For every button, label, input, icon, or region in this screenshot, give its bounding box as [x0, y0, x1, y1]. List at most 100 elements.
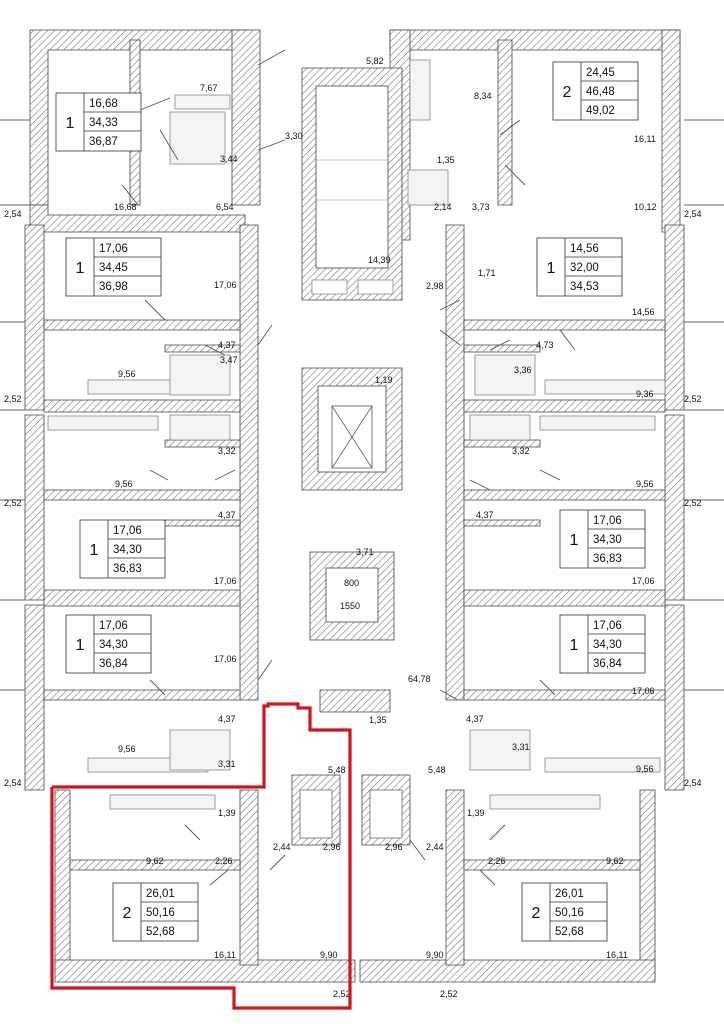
- room-area: 17,06: [214, 280, 237, 290]
- room-area: 3,36: [514, 365, 532, 375]
- apt-w-2: 1 17,06 34,45 36,98: [65, 237, 162, 297]
- room-count: 2: [123, 905, 132, 922]
- total-area: 34,30: [113, 544, 142, 556]
- room-area: 9,56: [636, 764, 654, 774]
- room-area: 3,30: [285, 131, 303, 141]
- room-area: 16,11: [634, 134, 656, 144]
- room-area: 1,39: [467, 808, 485, 818]
- room-area: 2,26: [488, 856, 506, 866]
- selected-apartment-outline: [50, 702, 352, 1010]
- room-area: 16,68: [114, 202, 137, 212]
- living-area: 26,01: [555, 888, 584, 900]
- room-area: 9,56: [118, 369, 136, 379]
- room-area: 4,73: [536, 340, 554, 350]
- total-area: 50,16: [146, 907, 175, 919]
- room-area: 4,37: [218, 510, 236, 520]
- living-area: 17,06: [99, 243, 128, 255]
- living-area: 17,06: [113, 525, 142, 537]
- total-area-with-balcony: 36,98: [99, 281, 128, 293]
- room-area: 2,54: [684, 209, 702, 219]
- room-area: 3,73: [472, 202, 490, 212]
- apt-e-4: 1 17,06 34,30 36,84: [559, 614, 646, 674]
- room-area: 2,98: [426, 281, 444, 291]
- room-area: 9,36: [636, 389, 654, 399]
- room-area: 1,19: [375, 375, 393, 385]
- room-area: 3,32: [512, 446, 530, 456]
- room-area: 3,32: [218, 446, 236, 456]
- room-area: 2,52: [4, 498, 22, 508]
- total-area-with-balcony: 36,84: [99, 658, 128, 670]
- apt-sw: 2 26,01 50,16 52,68: [112, 882, 199, 942]
- room-area: 14,39: [368, 255, 391, 265]
- exterior-walls: [24, 29, 685, 983]
- room-area: 17,06: [632, 686, 655, 696]
- room-area: 2,44: [426, 842, 444, 852]
- apt-w-3: 1 17,06 34,30 36,83: [79, 519, 166, 579]
- living-area: 16,68: [89, 98, 118, 110]
- living-area: 17,06: [593, 515, 622, 527]
- room-area: 8,34: [474, 91, 492, 101]
- room-area: 6,54: [216, 202, 234, 212]
- room-area: 16,11: [214, 950, 236, 960]
- total-area-with-balcony: 36,83: [113, 563, 142, 575]
- apt-e-3: 1 17,06 34,30 36,83: [559, 509, 646, 569]
- total-area: 34,33: [89, 117, 118, 129]
- room-area: 17,06: [214, 576, 237, 586]
- room-area: 1,71: [478, 268, 496, 278]
- fixtures: [47, 59, 666, 810]
- room-area: 4,37: [476, 510, 494, 520]
- room-area: 1,35: [369, 715, 387, 725]
- room-count: 1: [90, 542, 99, 559]
- lift-width: 800: [344, 578, 359, 588]
- room-area: 3,47: [220, 355, 238, 365]
- room-area: 2,96: [323, 842, 341, 852]
- room-area: 2,14: [434, 202, 452, 212]
- room-area: 3,71: [356, 547, 374, 557]
- room-area: 2,54: [4, 209, 22, 219]
- apt-ne-top: 2 24,45 46,48 49,02: [552, 61, 639, 121]
- room-area: 1,39: [218, 808, 236, 818]
- room-area: 9,62: [606, 856, 624, 866]
- room-count: 1: [570, 637, 579, 654]
- total-area-with-balcony: 36,84: [593, 658, 622, 670]
- interior-walls: [43, 39, 666, 871]
- room-count: 1: [66, 115, 75, 132]
- living-area: 14,56: [570, 243, 599, 255]
- room-area: 3,31: [512, 742, 530, 752]
- room-area: 9,56: [636, 479, 654, 489]
- elevator-shaft: [301, 367, 403, 491]
- room-count: 2: [532, 905, 541, 922]
- lift-depth: 1550: [340, 601, 360, 611]
- room-count: 1: [570, 532, 579, 549]
- room-area: 2,52: [440, 989, 458, 999]
- room-area: 2,54: [684, 778, 702, 788]
- living-area: 17,06: [593, 620, 622, 632]
- apt-se: 2 26,01 50,16 52,68: [521, 882, 608, 942]
- total-area-with-balcony: 52,68: [555, 926, 584, 938]
- room-area: 16,11: [606, 950, 628, 960]
- total-area: 34,30: [593, 639, 622, 651]
- living-area: 24,45: [586, 67, 615, 79]
- total-area-with-balcony: 34,53: [570, 281, 599, 293]
- room-area: 2,96: [385, 842, 403, 852]
- room-area: 2,26: [215, 856, 233, 866]
- room-area: 2,52: [684, 394, 702, 404]
- room-area: 2,54: [4, 778, 22, 788]
- room-count: 1: [547, 260, 556, 277]
- room-area: 2,44: [273, 842, 291, 852]
- room-area: 5,48: [428, 765, 446, 775]
- room-count: 1: [76, 260, 85, 277]
- total-area: 32,00: [570, 262, 599, 274]
- room-area: 5,82: [366, 56, 384, 66]
- living-area: 17,06: [99, 620, 128, 632]
- stairwell: [301, 67, 403, 301]
- apt-nw-top: 1 16,68 34,33 36,87: [55, 92, 142, 152]
- living-area: 26,01: [146, 888, 175, 900]
- room-area: 10,12: [634, 202, 657, 212]
- room-area: 4,37: [466, 714, 484, 724]
- total-area-with-balcony: 49,02: [586, 105, 615, 117]
- lift-dimensions: 800 1550: [340, 578, 360, 611]
- small-lift: [309, 551, 395, 641]
- total-area-with-balcony: 36,87: [89, 136, 118, 148]
